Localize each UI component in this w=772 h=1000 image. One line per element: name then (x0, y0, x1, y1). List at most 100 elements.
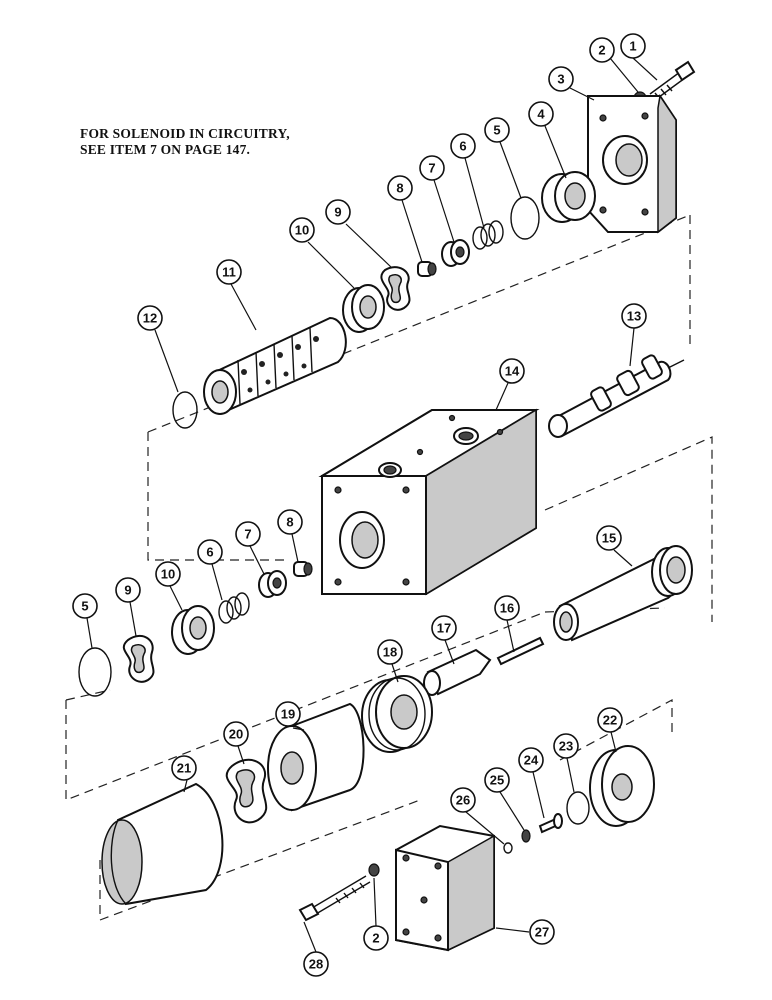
callout-7-lower: 7 (235, 521, 261, 547)
svg-text:8: 8 (396, 181, 403, 196)
part-23-oring (566, 791, 590, 825)
part-10-ring-top (342, 284, 385, 333)
part-1-bolt (649, 60, 696, 101)
part-9-clip-top (380, 266, 411, 311)
svg-text:20: 20 (229, 727, 243, 742)
callout-10-top: 10 (289, 217, 315, 243)
callout-13: 13 (621, 303, 647, 329)
part-3-end-plate (587, 94, 677, 234)
part-11-sleeve (203, 316, 347, 415)
part-13-spool (548, 354, 685, 438)
svg-text:7: 7 (428, 161, 435, 176)
svg-text:2: 2 (372, 931, 379, 946)
callout-12: 12 (137, 305, 163, 331)
svg-text:19: 19 (281, 707, 295, 722)
part-6-spring-top (472, 220, 504, 250)
part-2-washer-lower (368, 863, 380, 877)
svg-text:10: 10 (295, 223, 309, 238)
part-6-spring-lower (218, 592, 250, 624)
svg-text:1: 1 (629, 39, 636, 54)
note-line-2: SEE ITEM 7 ON PAGE 147. (80, 142, 251, 157)
part-8-plug-lower (293, 561, 313, 577)
svg-text:13: 13 (627, 309, 641, 324)
svg-text:28: 28 (309, 957, 323, 972)
callout-22: 22 (597, 707, 623, 733)
callout-6-top: 6 (450, 133, 476, 159)
svg-text:11: 11 (222, 265, 236, 280)
callout-7-top: 7 (419, 155, 445, 181)
svg-text:21: 21 (177, 761, 191, 776)
callout-25: 25 (484, 767, 510, 793)
svg-text:15: 15 (602, 531, 616, 546)
part-4-ring (541, 171, 596, 223)
part-5-oring-top (510, 196, 540, 240)
svg-text:10: 10 (161, 567, 175, 582)
part-16-pin (496, 636, 545, 666)
part-18-disc (361, 675, 433, 753)
callout-14: 14 (499, 358, 525, 384)
svg-text:7: 7 (244, 527, 251, 542)
part-21-cover (101, 782, 224, 906)
part-5-oring-lower (78, 647, 112, 697)
callout-8-lower: 8 (277, 509, 303, 535)
callout-5-top: 5 (484, 117, 510, 143)
part-25-washer (521, 829, 531, 843)
svg-text:2: 2 (598, 43, 605, 58)
part-22-end-disc (589, 745, 655, 827)
leader-lines (86, 57, 658, 953)
part-14-valve-body (318, 408, 540, 596)
callout-2-bottom: 2 (363, 925, 389, 951)
callout-24: 24 (518, 747, 544, 773)
part-15-tube (553, 545, 693, 642)
svg-text:22: 22 (603, 713, 617, 728)
part-24-screw (538, 813, 563, 834)
part-12-oring (172, 391, 198, 429)
callout-5-lower: 5 (72, 593, 98, 619)
svg-text:4: 4 (537, 107, 545, 122)
callout-23: 23 (553, 733, 579, 759)
part-7-seat-lower (258, 570, 287, 598)
callout-9-top: 9 (325, 199, 351, 225)
callout-3: 3 (548, 66, 574, 92)
svg-text:5: 5 (81, 599, 88, 614)
part-17-plunger (423, 648, 492, 696)
svg-text:17: 17 (437, 621, 451, 636)
callout-20: 20 (223, 721, 249, 747)
svg-text:25: 25 (490, 773, 504, 788)
part-9-clip-lower (122, 634, 155, 683)
svg-text:27: 27 (535, 925, 549, 940)
svg-text:8: 8 (286, 515, 293, 530)
svg-text:14: 14 (505, 364, 520, 379)
svg-text:9: 9 (334, 205, 341, 220)
part-8-plug-top (417, 261, 437, 277)
callout-11: 11 (216, 259, 242, 285)
svg-text:12: 12 (143, 311, 157, 326)
callout-18: 18 (377, 639, 403, 665)
svg-text:5: 5 (493, 123, 500, 138)
part-20-clip (225, 759, 268, 824)
svg-text:9: 9 (124, 583, 131, 598)
svg-text:23: 23 (559, 739, 573, 754)
callout-9-lower: 9 (115, 577, 141, 603)
callout-4: 4 (528, 101, 554, 127)
note-line-1: FOR SOLENOID IN CIRCUITRY, (80, 126, 290, 141)
svg-text:26: 26 (456, 793, 470, 808)
part-26-seal (503, 842, 513, 854)
callout-8-top: 8 (387, 175, 413, 201)
callout-28: 28 (303, 951, 329, 977)
part-7-seat-top (441, 239, 470, 267)
svg-text:18: 18 (383, 645, 397, 660)
svg-text:16: 16 (500, 601, 514, 616)
part-19-cylinder (267, 702, 365, 812)
svg-text:24: 24 (524, 753, 539, 768)
callout-1: 1 (620, 33, 646, 59)
callout-26: 26 (450, 787, 476, 813)
svg-text:3: 3 (557, 72, 564, 87)
callout-15: 15 (596, 525, 622, 551)
callout-27: 27 (529, 919, 555, 945)
svg-text:6: 6 (206, 545, 213, 560)
callout-19: 19 (275, 701, 301, 727)
part-27-end-plate (395, 824, 495, 952)
part-28-bolt (298, 875, 371, 922)
